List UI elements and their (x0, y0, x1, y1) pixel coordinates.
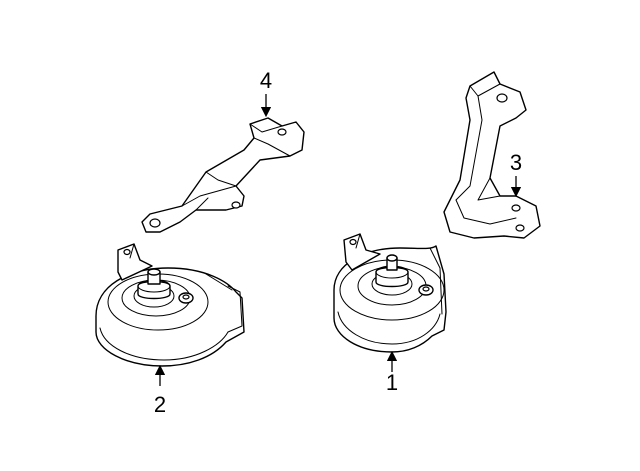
callout-label-4: 4 (260, 68, 272, 93)
callout-label-1: 1 (386, 370, 398, 395)
callout-2: 2 (154, 364, 166, 417)
callout-4: 4 (260, 68, 272, 118)
bracket-part-4 (141, 117, 305, 233)
callout-3: 3 (510, 150, 522, 198)
bracket-part-3 (443, 71, 541, 239)
callout-label-2: 2 (154, 392, 166, 417)
callout-label-3: 3 (510, 150, 522, 175)
horn-part-2 (95, 243, 245, 367)
callout-1: 1 (386, 350, 398, 395)
horn-part-1 (333, 233, 447, 353)
